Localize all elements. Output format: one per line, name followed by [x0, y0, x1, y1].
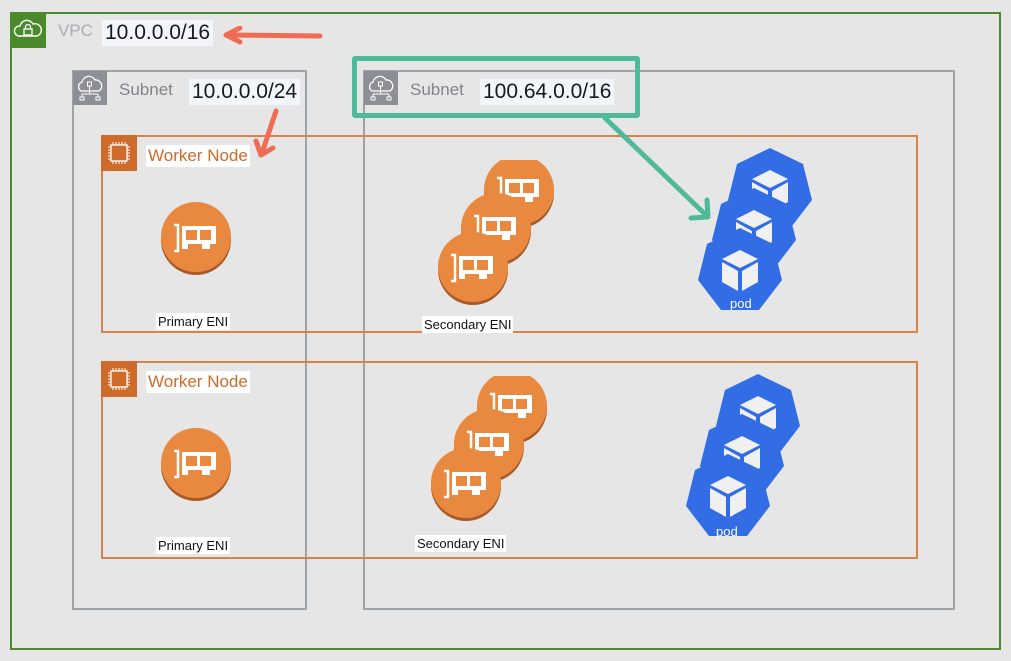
arrow-to-vpc-cidr	[223, 26, 323, 45]
subnet-1-cidr: 10.0.0.0/24	[189, 79, 301, 105]
pod-icon	[686, 374, 800, 536]
primary-eni-1-label: Primary ENI	[156, 313, 231, 330]
primary-eni-icon	[159, 426, 233, 503]
subnet-1-label: Subnet	[119, 80, 173, 99]
subnet-2-container	[363, 70, 955, 610]
ec2-chip-icon	[101, 361, 137, 397]
arrow-subnet-to-pods	[602, 115, 711, 221]
subnet-cloud-network-icon	[73, 71, 107, 105]
secondary-eni-1-label: Secondary ENI	[422, 316, 514, 333]
vpc-label: VPC	[58, 21, 93, 40]
subnet-2-cidr: 100.64.0.0/16	[480, 79, 615, 105]
subnet-1-container	[72, 70, 307, 610]
vpc-cidr: 10.0.0.0/16	[102, 20, 214, 46]
subnet-cloud-network-icon	[364, 71, 398, 105]
secondary-eni-icon	[436, 160, 556, 307]
vpc-container	[10, 12, 1001, 650]
subnet-2-label: Subnet	[410, 80, 464, 99]
pod-2-label: pod	[716, 524, 738, 539]
primary-eni-icon	[159, 200, 233, 277]
arrow-subnet-to-worker	[253, 108, 279, 158]
subnet-2-highlight-box	[352, 56, 640, 118]
worker-node-2-label: Worker Node	[146, 371, 250, 393]
worker-node-2-container	[101, 361, 918, 559]
secondary-eni-2-label: Secondary ENI	[415, 535, 507, 552]
primary-eni-2-label: Primary ENI	[156, 537, 231, 554]
ec2-chip-icon	[101, 135, 137, 171]
pod-1-label: pod	[730, 296, 752, 311]
vpc-cloud-lock-icon	[10, 12, 46, 48]
secondary-eni-icon	[429, 376, 549, 523]
worker-node-1-label: Worker Node	[146, 145, 250, 167]
